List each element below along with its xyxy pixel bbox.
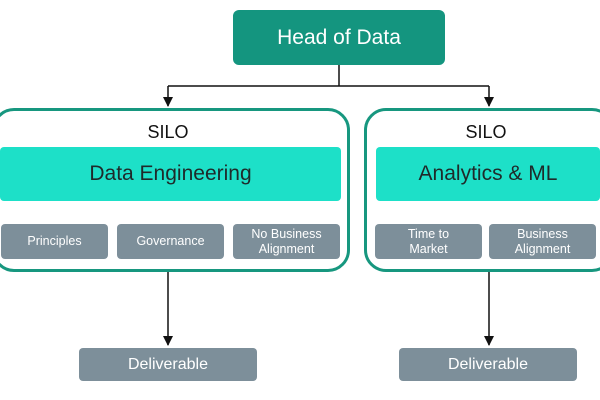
silo-title: SILO — [147, 121, 189, 142]
deliverable-left: Deliverable — [79, 348, 257, 381]
tag-label: Principles — [27, 234, 82, 248]
tag-business-alignment: Business Alignment — [489, 224, 596, 259]
head-of-data-label: Head of Data — [277, 25, 401, 49]
tag-governance: Governance — [117, 224, 224, 259]
tag-label: No Business Alignment — [251, 226, 322, 256]
deliverable-label: Deliverable — [127, 355, 209, 373]
deliverable-label: Deliverable — [447, 355, 529, 373]
banner-data-engineering: Data Engineering — [0, 147, 341, 201]
tag-label: Business Alignment — [514, 226, 571, 256]
banner-label: Data Engineering — [89, 162, 252, 185]
deliverable-right: Deliverable — [399, 348, 577, 381]
tag-time-to-market: Time to Market — [375, 224, 482, 259]
head-of-data-box: Head of Data — [233, 10, 445, 65]
tag-no-business-alignment: No Business Alignment — [233, 224, 340, 259]
tag-principles: Principles — [1, 224, 108, 259]
tag-label: Governance — [136, 234, 205, 248]
tag-label: Time to Market — [407, 226, 450, 256]
silo-title: SILO — [465, 121, 507, 142]
banner-analytics-ml: Analytics & ML — [376, 147, 600, 201]
banner-label: Analytics & ML — [418, 162, 558, 185]
